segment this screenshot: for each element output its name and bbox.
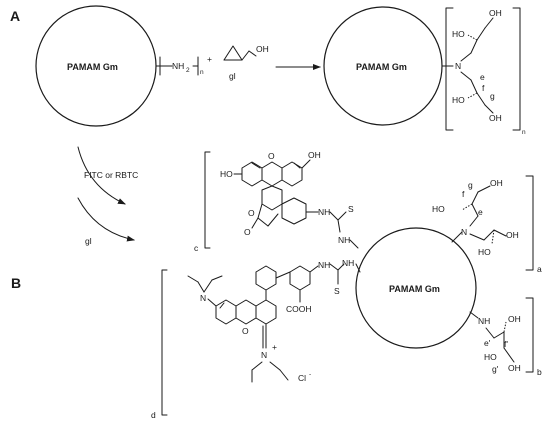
fitc-bracket-label: c [194, 243, 199, 253]
core-label-b: PAMAM Gm [389, 284, 440, 294]
branch-b-OH-2: OH [508, 363, 521, 373]
panel-label-b: B [11, 275, 21, 291]
carbon-e: e [480, 72, 485, 82]
rbtc-o-ring: O [242, 326, 249, 336]
fitc-nh1: NH [318, 207, 330, 217]
oh-ho-top: HO [452, 29, 465, 39]
rbtc-plus: + [272, 342, 277, 352]
branch-a-OH-2: OH [506, 230, 519, 240]
rbtc-s: S [334, 286, 340, 296]
rbtc-n-top: N [200, 293, 206, 303]
branch-b-e1: e' [484, 338, 491, 348]
oh-bottom: OH [489, 113, 502, 123]
rbtc-nh2: NH [342, 258, 354, 268]
product-N: N [455, 61, 461, 71]
product-branch: n N HO OH e f HO g OH [441, 7, 526, 136]
amine-label: NH [172, 61, 184, 71]
dendrimer-panel-b: PAMAM Gm [355, 227, 477, 349]
branch-a-bracket-label: a [537, 264, 542, 274]
branch-a-OH-1: OH [490, 178, 503, 188]
branch-b-HO: HO [484, 352, 497, 362]
glycidol-label: gl [229, 71, 236, 81]
rbtc-bracket-label: d [151, 410, 156, 420]
fitc-nh2: NH [338, 235, 350, 245]
oh-top: OH [489, 8, 502, 18]
carbon-f: f [482, 83, 485, 93]
core-label-product: PAMAM Gm [356, 62, 407, 72]
amine-repeat-unit: NH 2 n [155, 56, 204, 76]
rbtc-nh1: NH [318, 260, 330, 270]
glycidol-oh: OH [256, 44, 269, 54]
fitc-o-carbonyl: O [244, 227, 251, 237]
oh-ho-bottom: HO [452, 95, 465, 105]
rbtc-n-bottom: N [261, 350, 267, 360]
core-label: PAMAM Gm [67, 62, 118, 72]
dendrimer-reactant: PAMAM Gm [35, 5, 157, 127]
fitc-oh-right: OH [308, 150, 321, 160]
branch-a-HO-2: HO [478, 247, 491, 257]
gl-label: gl [85, 236, 92, 246]
branch-b-f1: f' [504, 339, 508, 349]
branch-b-NH: NH [478, 316, 490, 326]
branch-a-f: f [462, 189, 465, 199]
branch-a-HO-1: HO [432, 204, 445, 214]
rbtc-cooh: COOH [286, 304, 312, 314]
rbtc-cl-sup: - [309, 371, 311, 378]
dendrimer-product: PAMAM Gm [323, 6, 443, 126]
curved-arrow-gl [77, 197, 135, 242]
branch-a-N: N [461, 227, 467, 237]
amine-subscript: 2 [186, 67, 190, 74]
rbtc-cl: Cl [298, 373, 306, 383]
fitc-s: S [348, 204, 354, 214]
branch-a-e: e [478, 207, 483, 217]
product-n: n [522, 129, 526, 136]
fitc-o-lactone: O [248, 208, 255, 218]
branch-b: NH e' OH f' HO g' OH b [469, 297, 542, 377]
branch-b-OH-1: OH [508, 314, 521, 324]
curved-arrow-dye [77, 146, 126, 205]
plus-sign: + [207, 54, 212, 64]
rbtc-conjugate: d N O N + Cl - COOH NH S [151, 258, 361, 420]
fitc-conjugate: c HO OH O O O NH S NH [194, 150, 359, 253]
branch-b-g1: g' [492, 364, 499, 374]
carbon-g: g [490, 91, 495, 101]
glycidol-structure: OH gl [223, 44, 269, 81]
repeat-n: n [200, 69, 204, 76]
branch-b-bracket-label: b [537, 367, 542, 377]
branch-a-g: g [468, 180, 473, 190]
dye-label: FITC or RBTC [84, 170, 138, 180]
fitc-o-ring: O [268, 151, 275, 161]
panel-label-a: A [10, 8, 20, 24]
branch-a: N HO f g OH e HO OH a [432, 175, 542, 274]
fitc-ho-left: HO [220, 169, 233, 179]
